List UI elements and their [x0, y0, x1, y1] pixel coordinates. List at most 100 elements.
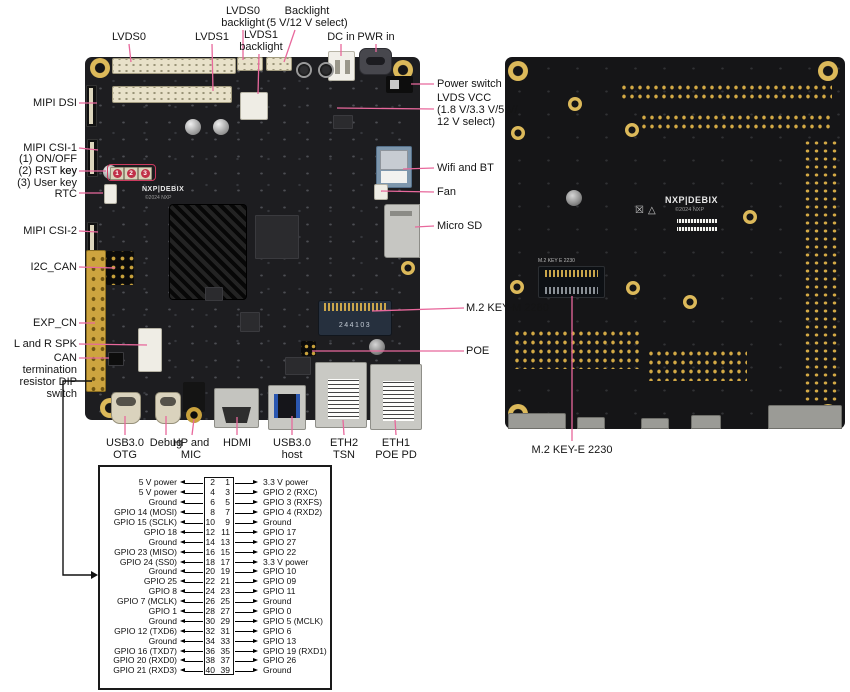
smd-component: [240, 312, 260, 332]
callout-power-switch: Power switch: [437, 78, 502, 90]
i2c-can-header: [106, 251, 134, 285]
lvds0-connector: [112, 58, 236, 74]
pin-left-label: GPIO 18: [143, 526, 177, 537]
warning-triangle-icon: △: [648, 205, 656, 216]
front-board-photo: 1 2 3 NXP|DEBIX ©2024 NXP 244103: [85, 48, 422, 430]
left-arrow: [179, 597, 204, 607]
callout-poe: POE: [466, 345, 490, 357]
key-number-badge: 2: [126, 169, 136, 178]
connector-underside: [508, 413, 566, 429]
pin-left-label: Ground: [148, 615, 177, 626]
pin-number-odd: 35: [220, 645, 230, 656]
pin-number-odd: 29: [220, 615, 230, 626]
weee-icon: ☒: [635, 205, 644, 216]
callout-spk: L and R SPK: [13, 338, 77, 350]
left-arrow: [179, 508, 204, 518]
mounting-hole: [511, 126, 525, 140]
pin-number-odd: 7: [225, 507, 230, 518]
pin-right-label: GPIO 10: [263, 566, 297, 577]
right-arrow: [234, 508, 259, 518]
key-number-badge: 1: [112, 169, 122, 178]
callout-hp-mic: HP and MIC: [172, 437, 210, 461]
pin-right-label: Ground: [263, 517, 292, 527]
callout-fan: Fan: [437, 186, 456, 198]
pin-number-even: 28: [205, 606, 215, 617]
lvds1-connector: [112, 86, 232, 103]
left-arrow: [179, 488, 204, 498]
pin-number-even: 16: [205, 546, 215, 557]
mounting-hole: [401, 261, 415, 275]
pin-right-label: GPIO 5 (MCLK): [263, 615, 323, 626]
callout-lvds0: LVDS0: [111, 31, 147, 43]
callout-m2-key-m: M.2 KEY-M 2280: [466, 302, 549, 314]
pin-number-even: 34: [205, 635, 215, 646]
pin-number-odd: 11: [221, 526, 230, 537]
right-arrow: [234, 626, 259, 636]
left-arrow: [179, 587, 204, 597]
pin-number-odd: 25: [220, 596, 230, 607]
exp-cn-header: [86, 250, 106, 392]
right-arrow: [234, 518, 259, 528]
smd-component: [285, 357, 311, 375]
debug-port: [155, 392, 181, 424]
callout-lvds1: LVDS1: [194, 31, 230, 43]
mounting-hole: [818, 61, 838, 81]
mipi-dsi-connector: [86, 85, 97, 127]
connector-underside: [691, 415, 721, 429]
callout-lvds-vcc: LVDS VCC (1.8 V/3.3 V/5 V/ 12 V select): [437, 92, 518, 128]
micro-sd-slot: [384, 204, 420, 258]
mounting-hole: [510, 280, 524, 294]
pin-number-even: 36: [205, 645, 215, 656]
pin-right-label: GPIO 0: [263, 606, 292, 617]
hdmi-port: [214, 388, 259, 428]
memory-chip: [255, 215, 299, 259]
pin-number-even: 38: [205, 655, 215, 666]
serial-barcode-label: [675, 218, 719, 224]
backlight-select-connector: [266, 57, 292, 71]
pin-number-even: 10: [205, 517, 215, 527]
poe-connector: [301, 341, 316, 356]
callout-user-key: (3) User key: [17, 177, 77, 189]
left-arrow: [179, 646, 204, 656]
pin-number-even: 2: [210, 477, 215, 488]
hp-mic-jack: [186, 407, 202, 423]
solder-pad-field: [620, 83, 832, 101]
pin-number-even: 8: [210, 507, 215, 518]
left-arrow: [179, 527, 204, 537]
pin-number-even: 24: [205, 586, 215, 597]
right-arrow: [234, 537, 259, 547]
mounting-hole: [393, 60, 413, 80]
usb3-host-port: [268, 385, 306, 430]
pin-number-even: 40: [205, 665, 215, 676]
pin-left-label: GPIO 25: [143, 576, 177, 587]
right-arrow: [234, 567, 259, 577]
pin-left-label: Ground: [148, 635, 177, 646]
pin-right-label: GPIO 11: [263, 586, 296, 597]
pin-left-label: GPIO 1: [148, 606, 177, 617]
lvds0-backlight-connector: [237, 57, 263, 71]
left-arrow: [179, 547, 204, 557]
debix-logo: NXP|DEBIX: [142, 186, 185, 193]
left-arrow: [179, 567, 204, 577]
pin-number-odd: 39: [220, 665, 230, 676]
left-arrow: [179, 626, 204, 636]
m2-key-e-slot: [538, 266, 605, 298]
pin-left-label: GPIO 8: [148, 586, 177, 597]
user-key: 3: [138, 167, 152, 180]
heatsink: [170, 205, 246, 299]
pin-number-even: 14: [205, 536, 215, 547]
right-arrow: [234, 557, 259, 567]
pin-number-odd: 19: [220, 566, 230, 577]
capacitor: [296, 62, 312, 78]
m2-gold-fingers: [324, 303, 386, 311]
